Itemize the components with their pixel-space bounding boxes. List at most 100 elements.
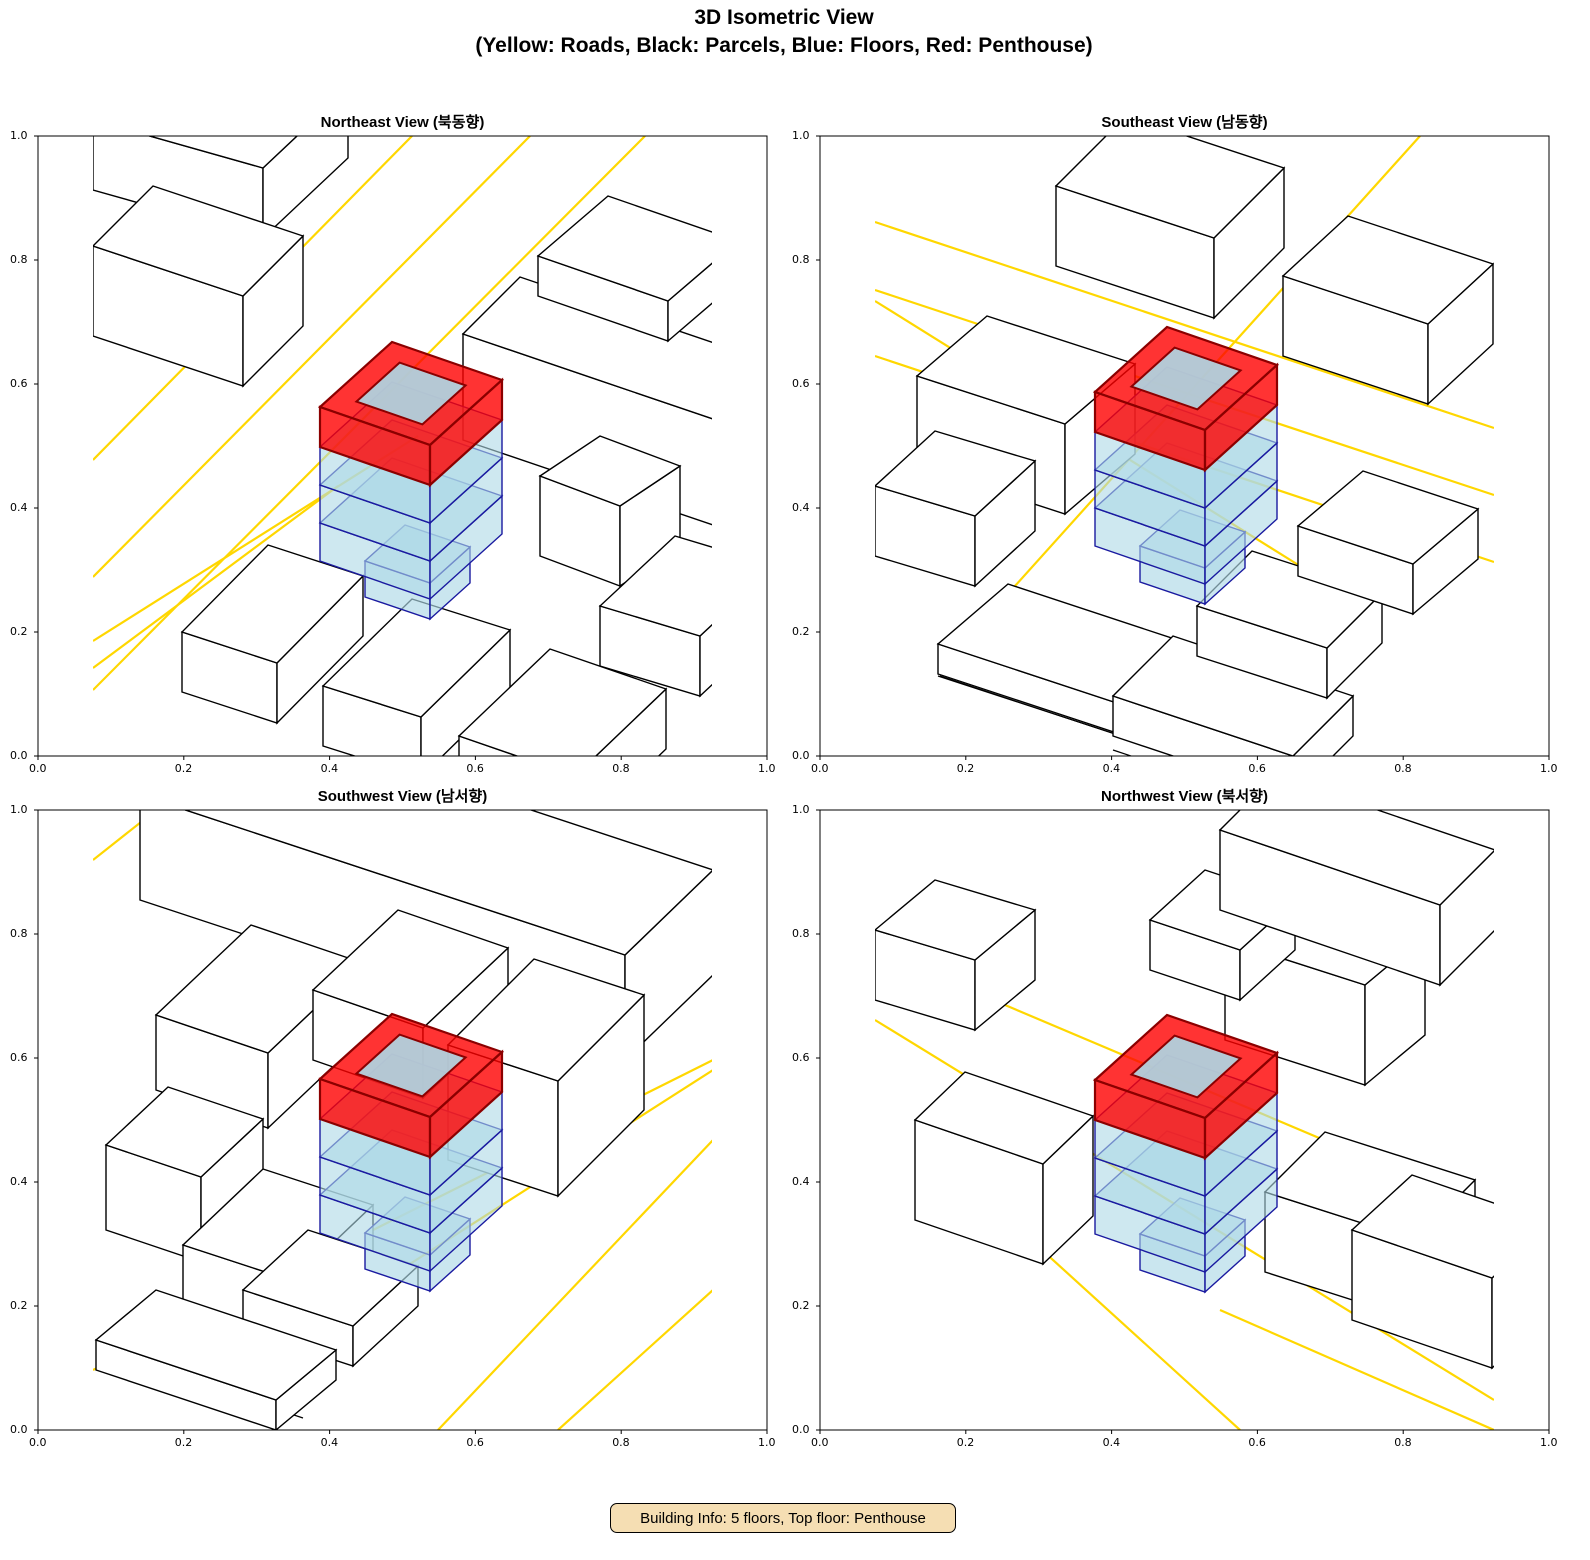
y-tick-label: 0.8 bbox=[792, 253, 810, 266]
road-line bbox=[557, 1289, 712, 1430]
y-tick-label: 0.4 bbox=[10, 1175, 28, 1188]
y-tick-label: 0.8 bbox=[10, 927, 28, 940]
parcel-edge bbox=[939, 675, 1146, 745]
parcel-building-top bbox=[93, 185, 305, 297]
parcel-building-top bbox=[104, 1086, 265, 1178]
penthouse-face bbox=[1203, 1050, 1279, 1161]
penthouse-courtyard bbox=[354, 361, 468, 426]
y-tick-label: 0.0 bbox=[792, 749, 810, 762]
parcel-building-top bbox=[536, 195, 712, 302]
y-tick-label: 0.2 bbox=[792, 625, 810, 638]
parcel-building-top bbox=[1296, 470, 1480, 565]
figure-title-line1: 3D Isometric View bbox=[694, 6, 874, 29]
penthouse-face bbox=[428, 1049, 504, 1160]
plot-area bbox=[816, 809, 1550, 1434]
scene bbox=[93, 136, 770, 756]
y-tick-label: 0.6 bbox=[792, 377, 810, 390]
panel-title-southwest: Southwest View (남서향) bbox=[317, 788, 488, 805]
panel-title-northwest: Northwest View (북서향) bbox=[1101, 788, 1268, 805]
parcel-building-top bbox=[1218, 810, 1494, 906]
parcel-building-top bbox=[147, 136, 299, 169]
y-tick-label: 0.0 bbox=[792, 1423, 810, 1436]
x-tick-label: 0.8 bbox=[612, 762, 630, 775]
y-tick-label: 1.0 bbox=[792, 803, 810, 816]
x-tick-label: 0.2 bbox=[956, 1436, 975, 1449]
parcel-building-face bbox=[262, 136, 349, 240]
parcel-building-top bbox=[457, 648, 668, 756]
x-tick-label: 0.8 bbox=[612, 1436, 630, 1449]
x-tick-label: 0.0 bbox=[811, 762, 829, 775]
parcel-building-top bbox=[321, 598, 512, 718]
y-tick-label: 1.0 bbox=[792, 129, 810, 142]
parcel-building-top bbox=[1054, 136, 1286, 239]
scene bbox=[875, 136, 1494, 756]
scene bbox=[875, 810, 1494, 1430]
x-tick-label: 0.2 bbox=[956, 762, 975, 775]
panel-title-southeast: Southeast View (남동향) bbox=[1101, 114, 1268, 131]
x-tick-label: 0.2 bbox=[174, 1436, 193, 1449]
parcel-building-top bbox=[538, 435, 682, 507]
parcel-building-top bbox=[598, 535, 712, 637]
parcel-building-top bbox=[1111, 635, 1355, 756]
x-tick-label: 1.0 bbox=[758, 1436, 776, 1449]
x-tick-label: 1.0 bbox=[1540, 1436, 1558, 1449]
axes-frame bbox=[819, 809, 1550, 1431]
y-tick-label: 0.8 bbox=[792, 927, 810, 940]
y-tick-label: 1.0 bbox=[10, 129, 28, 142]
y-tick-label: 0.4 bbox=[10, 501, 28, 514]
parcel-building-face bbox=[699, 623, 712, 698]
x-tick-label: 1.0 bbox=[1540, 762, 1558, 775]
y-tick-label: 0.2 bbox=[10, 1299, 28, 1312]
y-tick-label: 0.4 bbox=[792, 501, 810, 514]
parcel-building-top bbox=[94, 1289, 338, 1401]
parcel-building-top bbox=[311, 909, 510, 1029]
plot-area bbox=[34, 809, 768, 1434]
road-line bbox=[1019, 1229, 1241, 1430]
x-tick-label: 0.6 bbox=[466, 762, 484, 775]
x-tick-label: 0.6 bbox=[466, 1436, 484, 1449]
panel-title-northeast: Northeast View (북동향) bbox=[320, 114, 485, 131]
plot-area bbox=[34, 135, 768, 760]
road-line bbox=[93, 136, 531, 578]
scene bbox=[93, 810, 712, 1430]
x-tick-label: 0.4 bbox=[320, 762, 339, 775]
target-building bbox=[317, 1012, 505, 1293]
axes-frame bbox=[37, 135, 768, 757]
y-tick-label: 1.0 bbox=[10, 803, 28, 816]
parcel-building-top bbox=[875, 879, 1037, 961]
y-tick-label: 0.2 bbox=[792, 1299, 810, 1312]
southeast-view-axes: 0.0 0.2 0.4 0.6 0.8 1.0 0.0 0.2 0.4 0.6 0.8 1.0 bbox=[792, 129, 1558, 775]
x-tick-label: 0.4 bbox=[1102, 1436, 1121, 1449]
x-tick-label: 0.4 bbox=[320, 1436, 339, 1449]
parcel-building-face bbox=[1491, 1275, 1494, 1370]
parcel-building-top bbox=[913, 1071, 1095, 1165]
penthouse-face bbox=[428, 377, 504, 488]
axes-frame bbox=[819, 135, 1550, 757]
parcel-building-top bbox=[183, 810, 712, 956]
y-tick-label: 0.2 bbox=[10, 625, 28, 638]
x-tick-label: 0.4 bbox=[1102, 762, 1121, 775]
axes-frame bbox=[37, 809, 768, 1431]
y-tick-label: 0.6 bbox=[792, 1051, 810, 1064]
y-tick-label: 0.4 bbox=[792, 1175, 810, 1188]
penthouse-courtyard bbox=[1129, 1034, 1243, 1099]
road-line bbox=[1219, 1308, 1494, 1430]
y-tick-label: 0.6 bbox=[10, 377, 28, 390]
parcel-building-face bbox=[713, 362, 770, 525]
parcel-building-top bbox=[461, 276, 712, 420]
road-line bbox=[875, 220, 1494, 430]
parcel-building-top bbox=[875, 430, 1037, 517]
parcel-building-face bbox=[1439, 850, 1494, 987]
target-building bbox=[1092, 325, 1280, 606]
x-tick-label: 0.6 bbox=[1248, 762, 1266, 775]
parcel-building-top bbox=[1281, 215, 1494, 325]
x-tick-label: 0.8 bbox=[1394, 762, 1412, 775]
x-tick-label: 0.0 bbox=[811, 1436, 829, 1449]
y-tick-label: 0.0 bbox=[10, 749, 28, 762]
y-tick-label: 0.0 bbox=[10, 1423, 28, 1436]
y-tick-label: 0.6 bbox=[10, 1051, 28, 1064]
y-tick-label: 0.8 bbox=[10, 253, 28, 266]
penthouse-courtyard bbox=[1129, 346, 1243, 411]
